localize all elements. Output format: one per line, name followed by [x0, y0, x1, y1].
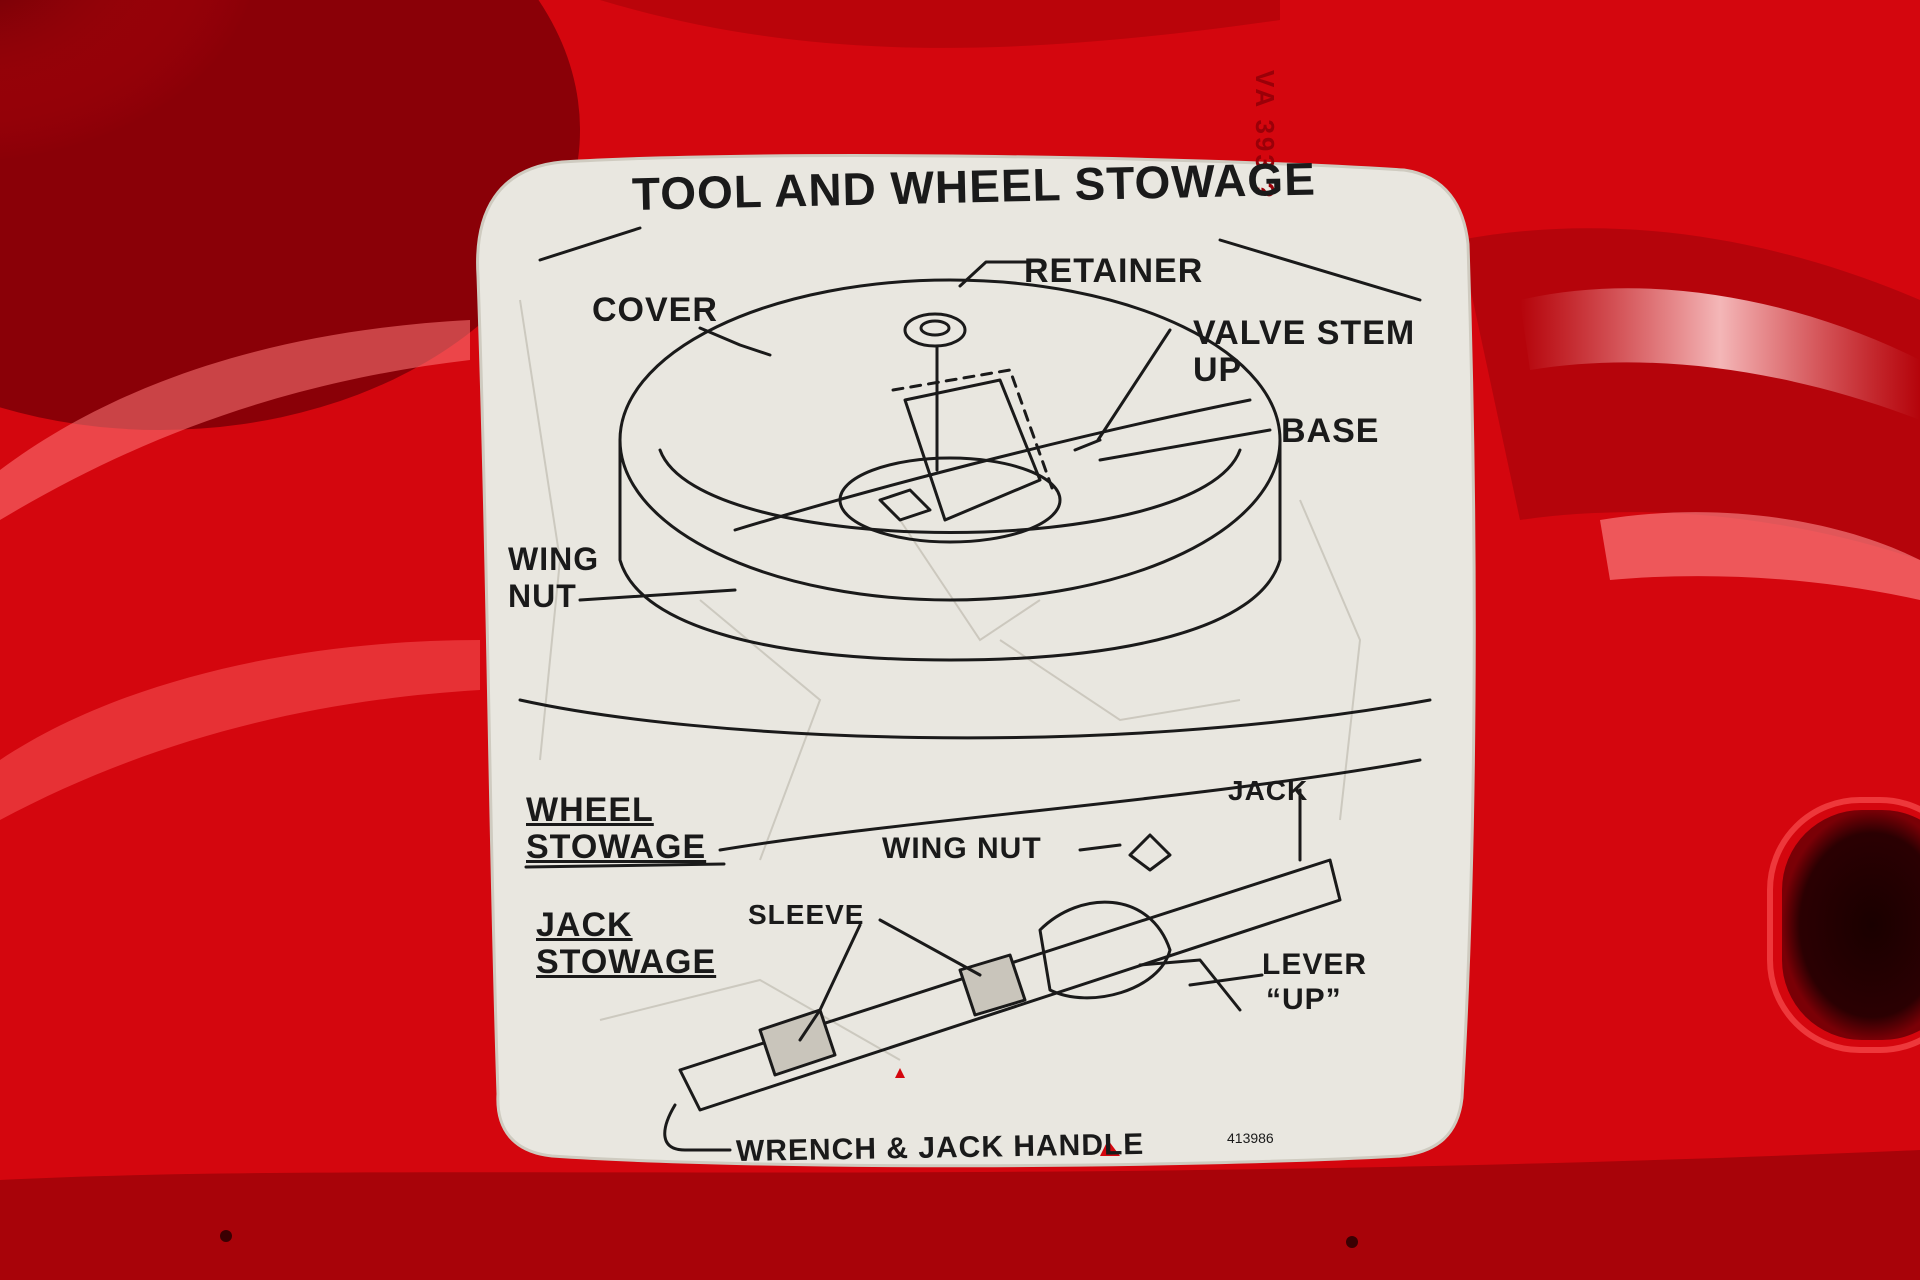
sleeve-leader-a [798, 923, 862, 1042]
trunk-line-left [538, 226, 642, 262]
label-lever: LEVER [1262, 948, 1368, 981]
jack-mechanism [1038, 900, 1172, 1000]
tire-inner [658, 448, 1242, 534]
access-hole [1782, 810, 1920, 1040]
recess-shadow [0, 0, 440, 310]
label-lever-up: “UP” [1266, 983, 1342, 1016]
paper-tear-2 [1100, 1140, 1120, 1156]
paper-tear-1 [895, 1068, 905, 1078]
label-valve-stem: VALVE STEM [1193, 314, 1416, 352]
label-cover: COVER [592, 291, 718, 329]
wing-nut-shape [878, 488, 932, 522]
screw-hole-left [220, 1230, 232, 1242]
heading-wheel-stowage-2: STOWAGE [526, 828, 707, 866]
sleeve-leader-b [878, 918, 982, 977]
tire-sidewall [618, 438, 1282, 662]
wing-nut-small [1128, 833, 1172, 872]
screw-hole-right [1346, 1236, 1358, 1248]
wheel-stowage-divider [524, 862, 726, 869]
label-base: BASE [1281, 412, 1380, 450]
jack-lever [1138, 958, 1242, 1012]
label-sleeve: SLEEVE [748, 899, 865, 930]
wrench-handle [663, 1103, 732, 1152]
heading-jack-stowage-2: STOWAGE [536, 943, 717, 981]
label-valve-stem-up: UP [1193, 351, 1243, 389]
wing-nut-top-leader [578, 588, 737, 602]
cover-leader [698, 326, 772, 357]
right-bracket-shine [1520, 288, 1920, 420]
part-number: 413986 [1227, 1130, 1274, 1146]
sleeve-wrap-right [958, 953, 1027, 1017]
label-retainer: RETAINER [1024, 252, 1204, 290]
access-hole-rim [1767, 797, 1920, 1053]
trunk-line-right [1218, 238, 1422, 302]
retainer-cap [903, 312, 967, 348]
wing-nut-line [733, 398, 1252, 532]
label-jack: JACK [1228, 775, 1309, 806]
upper-wheel-line [718, 758, 1422, 852]
label-wing-nut-top-2: NUT [508, 578, 577, 614]
jack-body [678, 858, 1342, 1112]
base-leader [1098, 428, 1272, 462]
floor-contour [518, 698, 1432, 740]
paper-wrinkles [519, 299, 1362, 1061]
heading-wheel-stowage-1: WHEEL [526, 791, 654, 829]
left-fender-highlight [0, 640, 480, 820]
lever-leader [1188, 973, 1264, 987]
valve-stem-shape [1073, 438, 1102, 452]
right-lower-shine [1600, 512, 1920, 600]
upper-left-highlight [0, 320, 470, 520]
label-wing-nut-top-1: WING [508, 541, 600, 577]
retainer-leader [958, 260, 1032, 288]
label-wrench-jack-handle: WRENCH & JACK HANDLE [735, 1127, 1145, 1168]
retainer-ring [919, 319, 951, 337]
base-bracket [903, 378, 1042, 522]
heading-jack-stowage-1: JACK [536, 906, 633, 944]
decal-diagram [518, 226, 1432, 1152]
label-wing-nut: WING NUT [882, 832, 1042, 865]
sleeve-wrap-left [758, 1008, 837, 1077]
valve-leader [1096, 328, 1172, 442]
top-edge-shadow [600, 0, 1280, 48]
bottom-edge-shade [0, 1150, 1920, 1280]
wing-nut-leader [1078, 843, 1122, 852]
